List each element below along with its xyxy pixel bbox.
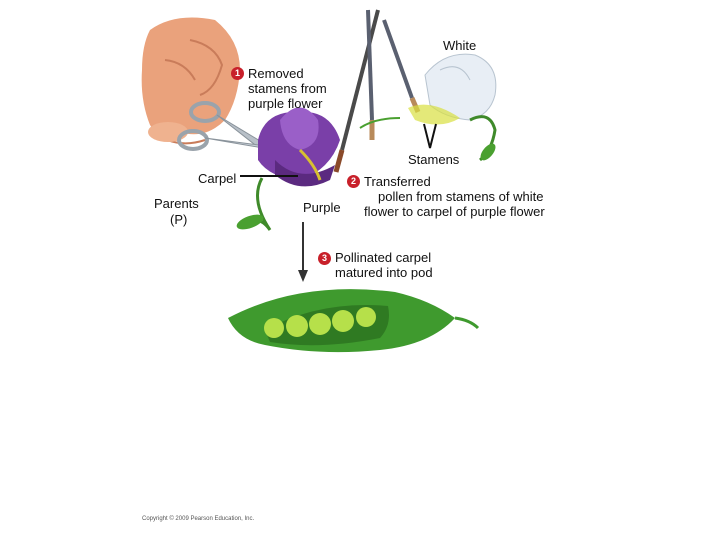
step-2-line-1: Transferred [364,174,431,189]
parents-label: Parents [154,196,199,211]
purple-flower-illustration [236,107,340,231]
purple-label: Purple [303,200,341,215]
step-2-line-3: flower to carpel of purple flower [364,204,545,219]
step-1-line-3: purple flower [248,96,323,111]
hand-illustration [141,17,240,145]
pea-pod-illustration [228,289,480,353]
step-3-badge: 3 [318,252,331,265]
copyright-notice: Copyright © 2009 Pearson Education, Inc. [142,516,255,522]
brushes-illustration [333,9,421,173]
step-3-line-2: matured into pod [335,265,433,280]
step-2-badge: 2 [347,175,360,188]
parents-sub-label: (P) [170,212,188,227]
step-1-line-1: Removed [248,66,304,81]
white-flower-illustration [359,53,497,162]
arrowhead-icon [298,270,308,282]
step-1-badge: 1 [231,67,244,80]
carpel-label: Carpel [198,171,237,186]
step-1-line-2: stamens from [248,81,327,96]
white-label: White [443,38,477,53]
stamens-label: Stamens [408,152,460,167]
stamens-pointer [423,123,437,149]
step-2-line-2: pollen from stamens of white [378,189,544,204]
step-3-line-1: Pollinated carpel [335,250,432,265]
